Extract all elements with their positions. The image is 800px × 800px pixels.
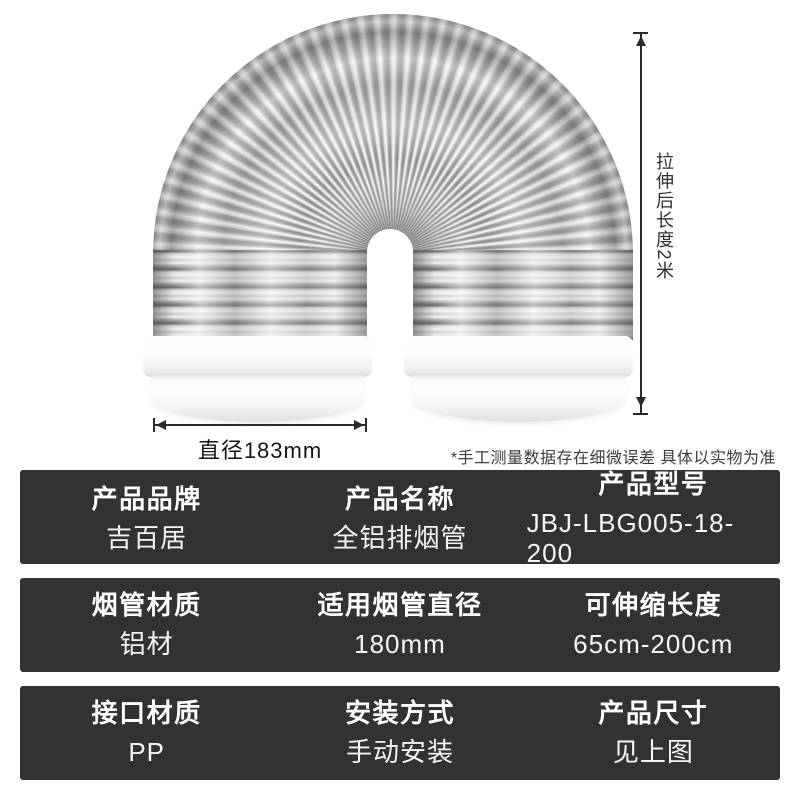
connector-cup-right xyxy=(412,375,626,422)
arrow-left-icon xyxy=(156,420,166,430)
spec-cell-model: 产品型号 JBJ-LBG005-18-200 xyxy=(526,469,780,569)
arrow-up-icon xyxy=(636,36,646,46)
spec-value: 铝材 xyxy=(119,628,174,659)
spec-label: 产品名称 xyxy=(344,483,455,514)
connector-ring-left xyxy=(143,336,372,377)
diameter-dimension-line xyxy=(155,424,365,426)
diameter-label: 直径183mm xyxy=(197,438,323,463)
arrow-down-icon xyxy=(636,397,646,407)
length-dimension-cap-top xyxy=(633,32,648,34)
spec-value: 手动安装 xyxy=(345,736,454,767)
stretched-length-label: 拉伸后长度2米 xyxy=(654,152,674,281)
spec-label: 安装方式 xyxy=(344,697,455,728)
spec-cell-product-name: 产品名称 全铝排烟管 xyxy=(273,470,526,569)
spec-cell-install-method: 安装方式 手动安装 xyxy=(273,686,526,780)
spec-row-2: 烟管材质 铝材 适用烟管直径 180mm 可伸缩长度 65cm-200cm xyxy=(20,578,780,672)
spec-label: 可伸缩长度 xyxy=(584,589,723,620)
spec-value: 吉百居 xyxy=(106,522,188,553)
spec-table: 产品品牌 吉百居 产品名称 全铝排烟管 产品型号 JBJ-LBG005-18-2… xyxy=(20,469,780,794)
spec-label: 接口材质 xyxy=(91,697,202,728)
spec-value: 全铝排烟管 xyxy=(332,522,468,553)
spec-label: 产品品牌 xyxy=(91,483,202,514)
duct-leg-right xyxy=(413,250,633,340)
spec-cell-fit-diameter: 适用烟管直径 180mm xyxy=(273,578,526,672)
duct-inner-gap xyxy=(367,229,413,344)
spec-row-3: 接口材质 PP 安装方式 手动安装 产品尺寸 见上图 xyxy=(20,686,780,780)
diameter-dimension-cap-left xyxy=(153,418,155,432)
connector-ring-right xyxy=(404,336,633,377)
spec-label: 烟管材质 xyxy=(91,589,202,620)
spec-label: 适用烟管直径 xyxy=(317,589,483,620)
measurement-note: *手工测量数据存在细微误差 具体以实物为准 xyxy=(450,450,776,467)
spec-row-1: 产品品牌 吉百居 产品名称 全铝排烟管 产品型号 JBJ-LBG005-18-2… xyxy=(20,469,780,568)
spec-cell-connector-material: 接口材质 PP xyxy=(20,686,273,780)
spec-value: PP xyxy=(128,736,165,767)
length-dimension-cap-bottom xyxy=(633,413,648,415)
spec-cell-brand: 产品品牌 吉百居 xyxy=(20,470,273,569)
diameter-dimension-cap-right xyxy=(365,418,367,432)
spec-cell-product-size: 产品尺寸 见上图 xyxy=(527,686,780,780)
product-photo: 拉伸后长度2米 直径183mm *手工测量数据存在细微误差 具体以实物为准 xyxy=(143,14,776,467)
spec-label: 产品型号 xyxy=(598,469,709,499)
spec-value: 65cm-200cm xyxy=(573,628,734,659)
duct-leg-left xyxy=(153,250,367,340)
spec-value: 见上图 xyxy=(612,736,694,767)
spec-cell-extend-length: 可伸缩长度 65cm-200cm xyxy=(527,578,780,672)
spec-cell-pipe-material: 烟管材质 铝材 xyxy=(20,578,273,672)
spec-label: 产品尺寸 xyxy=(598,697,709,728)
duct-arch xyxy=(153,14,633,254)
arrow-right-icon xyxy=(354,420,364,430)
connector-cup-left xyxy=(151,375,364,422)
spec-value: JBJ-LBG005-18-200 xyxy=(526,507,735,568)
spec-value: 180mm xyxy=(354,628,446,659)
length-dimension-line xyxy=(640,34,642,414)
